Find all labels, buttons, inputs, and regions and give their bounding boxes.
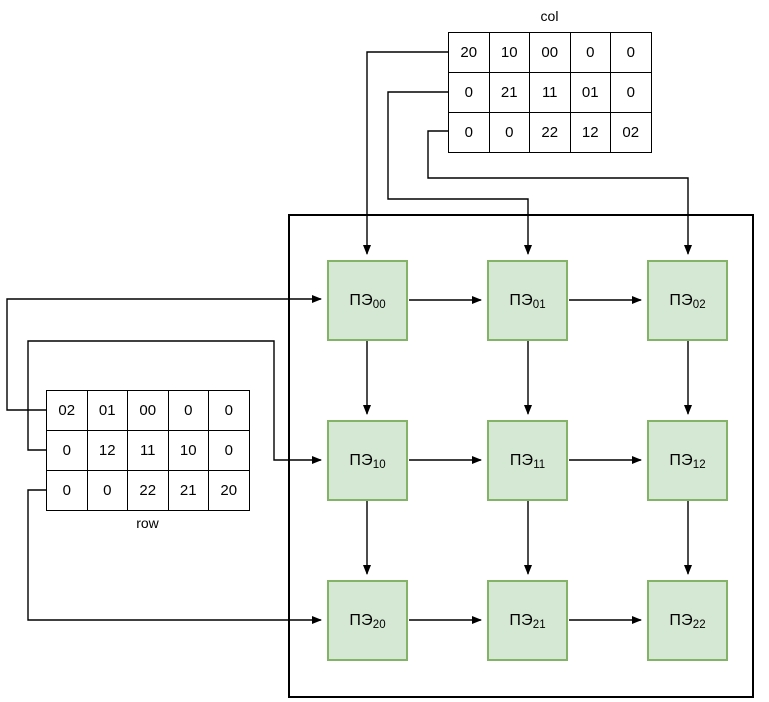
pe-label: ПЭ20 bbox=[349, 611, 386, 631]
col-cell: 20 bbox=[448, 32, 490, 73]
pe-label: ПЭ11 bbox=[509, 451, 546, 471]
pe-array-enclosure bbox=[288, 214, 754, 698]
pe-label: ПЭ00 bbox=[349, 291, 386, 311]
col-cell: 12 bbox=[569, 112, 611, 153]
pe-12: ПЭ12 bbox=[647, 420, 728, 501]
pe-02: ПЭ02 bbox=[647, 260, 728, 341]
col-cell: 0 bbox=[569, 32, 611, 73]
row-cell: 11 bbox=[127, 430, 169, 471]
row-cell: 02 bbox=[46, 390, 88, 431]
row-cell: 01 bbox=[86, 390, 128, 431]
pe-label: ПЭ12 bbox=[669, 451, 706, 471]
row-cell: 22 bbox=[127, 470, 169, 511]
pe-20: ПЭ20 bbox=[327, 580, 408, 661]
col-cell: 0 bbox=[448, 112, 490, 153]
pe-label: ПЭ10 bbox=[349, 451, 386, 471]
row-cell: 20 bbox=[208, 470, 250, 511]
pe-11: ПЭ11 bbox=[487, 420, 568, 501]
pe-label: ПЭ22 bbox=[669, 611, 706, 631]
col-cell: 0 bbox=[610, 72, 652, 113]
table-row: 20 10 00 0 0 bbox=[448, 32, 652, 73]
row-cell: 0 bbox=[46, 470, 88, 511]
row-cell: 00 bbox=[127, 390, 169, 431]
col-cell: 02 bbox=[610, 112, 652, 153]
col-matrix-label: col bbox=[540, 8, 559, 24]
col-cell: 00 bbox=[529, 32, 571, 73]
pe-label: ПЭ01 bbox=[509, 291, 546, 311]
row-cell: 10 bbox=[167, 430, 209, 471]
row-cell: 0 bbox=[208, 430, 250, 471]
col-cell: 22 bbox=[529, 112, 571, 153]
pe-label: ПЭ02 bbox=[669, 291, 706, 311]
col-cell: 0 bbox=[448, 72, 490, 113]
col-matrix: 20 10 00 0 0 0 21 11 01 0 0 0 22 12 02 bbox=[448, 32, 652, 153]
row-cell: 0 bbox=[86, 470, 128, 511]
pe-10: ПЭ10 bbox=[327, 420, 408, 501]
row-cell: 0 bbox=[167, 390, 209, 431]
row-cell: 21 bbox=[167, 470, 209, 511]
row-cell: 0 bbox=[46, 430, 88, 471]
pe-22: ПЭ22 bbox=[647, 580, 728, 661]
pe-21: ПЭ21 bbox=[487, 580, 568, 661]
row-matrix: 02 01 00 0 0 0 12 11 10 0 0 0 22 21 20 bbox=[46, 390, 250, 511]
pe-01: ПЭ01 bbox=[487, 260, 568, 341]
table-row: 0 21 11 01 0 bbox=[448, 72, 652, 113]
table-row: 0 0 22 12 02 bbox=[448, 112, 652, 153]
table-row: 02 01 00 0 0 bbox=[46, 390, 250, 431]
row-cell: 12 bbox=[86, 430, 128, 471]
row-cell: 0 bbox=[208, 390, 250, 431]
table-row: 0 0 22 21 20 bbox=[46, 470, 250, 511]
pe-00: ПЭ00 bbox=[327, 260, 408, 341]
col-cell: 01 bbox=[569, 72, 611, 113]
col-cell: 10 bbox=[488, 32, 530, 73]
col-cell: 0 bbox=[488, 112, 530, 153]
pe-label: ПЭ21 bbox=[509, 611, 546, 631]
col-cell: 0 bbox=[610, 32, 652, 73]
table-row: 0 12 11 10 0 bbox=[46, 430, 250, 471]
row-matrix-label: row bbox=[136, 515, 159, 531]
col-cell: 11 bbox=[529, 72, 571, 113]
col-cell: 21 bbox=[488, 72, 530, 113]
